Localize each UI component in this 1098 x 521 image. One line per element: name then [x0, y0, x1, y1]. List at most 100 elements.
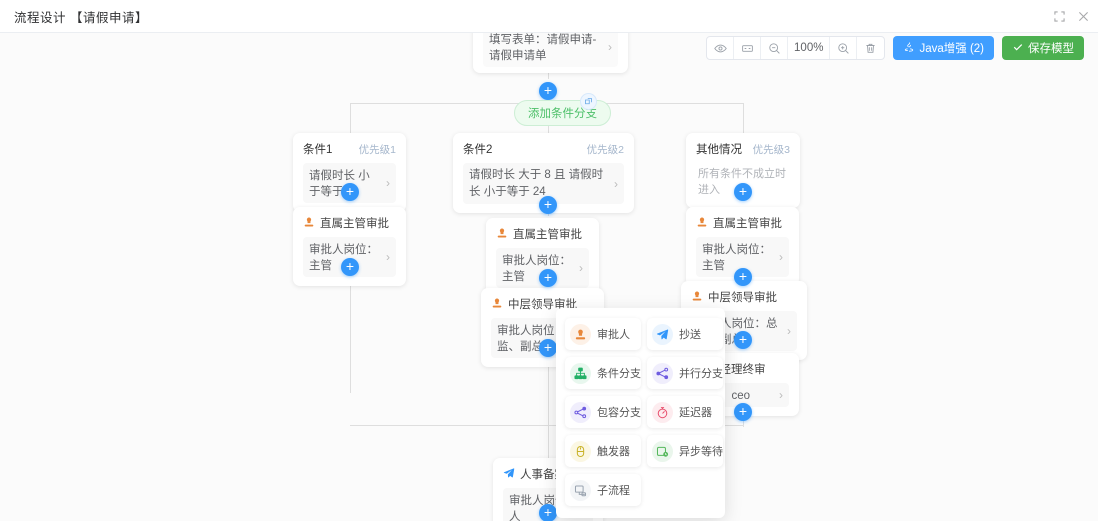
popup-item-async-wait[interactable]: 异步等待: [647, 435, 723, 467]
popup-item-label: 延迟器: [679, 407, 712, 419]
popup-item-cc[interactable]: 抄送: [647, 318, 723, 350]
node-condition-1-head: 条件1 优先级1: [303, 141, 396, 157]
eye-icon[interactable]: [707, 37, 735, 59]
popup-item-inclusive-branch[interactable]: 包容分支: [565, 396, 641, 428]
node-condition-1-body[interactable]: 请假时长 小于等于 8 ›: [303, 163, 396, 203]
node-header: 直属主管审批: [496, 226, 589, 242]
java-enhance-button[interactable]: Java增强 (2): [893, 36, 994, 60]
node-header: 人事备案: [503, 466, 593, 482]
add-node-button[interactable]: [539, 504, 557, 521]
stamp-icon: [691, 290, 703, 305]
copy-branch-icon[interactable]: [580, 93, 597, 110]
condition-priority: 优先级1: [358, 143, 396, 156]
canvas-toolbar[interactable]: 100% Java增强 (2): [706, 36, 1084, 60]
node-header: 直属主管审批: [303, 215, 396, 231]
zoom-in-icon[interactable]: [830, 37, 858, 59]
expand-icon[interactable]: [1052, 10, 1066, 24]
chevron-right-icon: ›: [779, 388, 783, 402]
parallel-branch-icon: [652, 362, 673, 384]
chevron-right-icon: ›: [614, 176, 618, 191]
async-wait-icon: [652, 440, 673, 462]
popup-item-condition-branch[interactable]: 条件分支: [565, 357, 641, 389]
condition-title: 其他情况: [696, 144, 742, 156]
node-title: 直属主管审批: [513, 229, 582, 241]
trash-icon[interactable]: [857, 37, 884, 59]
connector-line: [350, 273, 351, 393]
popup-item-parallel-branch[interactable]: 并行分支: [647, 357, 723, 389]
add-node-button[interactable]: [539, 82, 557, 100]
add-node-button[interactable]: [341, 258, 359, 276]
popup-item-timer[interactable]: 延迟器: [647, 396, 723, 428]
popup-item-label: 抄送: [679, 329, 701, 341]
node-field: 审批人岗位：主管: [502, 255, 571, 283]
node-field: 审批人岗位：主管: [702, 244, 771, 272]
chevron-right-icon: ›: [386, 176, 390, 190]
popup-item-approver[interactable]: 审批人: [565, 318, 641, 350]
chevron-right-icon: ›: [779, 250, 783, 264]
trigger-icon: [570, 440, 591, 462]
popup-item-label: 并行分支: [679, 368, 723, 380]
chevron-right-icon: ›: [787, 324, 791, 338]
fit-screen-icon[interactable]: [734, 37, 762, 59]
popup-item-label: 审批人: [597, 329, 630, 341]
page-title: 流程设计 【请假申请】: [14, 10, 148, 25]
java-icon: [903, 41, 915, 56]
connector-line: [743, 103, 744, 133]
condition-branch-icon: [570, 362, 591, 384]
node-title: 直属主管审批: [320, 218, 389, 230]
close-icon[interactable]: [1076, 10, 1090, 24]
java-enhance-label: Java增强 (2): [919, 43, 984, 55]
zoom-tool-group[interactable]: 100%: [706, 36, 886, 60]
popup-item-trigger[interactable]: 触发器: [565, 435, 641, 467]
chevron-right-icon: ›: [386, 250, 390, 264]
node-header: 直属主管审批: [696, 215, 789, 231]
node-title: 人事备案: [520, 469, 566, 481]
node-fill-form-body[interactable]: 填写表单：请假申请-请假申请单 ›: [483, 33, 618, 67]
save-model-button[interactable]: 保存模型: [1002, 36, 1084, 60]
node-body[interactable]: 审批人岗位：主管 ›: [303, 237, 396, 277]
popup-item-label: 异步等待: [679, 446, 723, 458]
zoom-level-label[interactable]: 100%: [788, 37, 831, 59]
timer-icon: [652, 401, 673, 423]
add-node-button[interactable]: [734, 403, 752, 421]
node-condition-other-head: 其他情况 优先级3: [696, 141, 790, 157]
save-model-label: 保存模型: [1028, 43, 1074, 55]
send-icon: [503, 467, 515, 482]
add-node-button[interactable]: [734, 183, 752, 201]
connector-line: [350, 103, 351, 133]
flow-canvas[interactable]: 填写表单：请假申请-请假申请单 › 添加条件分支 条件1 优先级1 请假时长 小…: [0, 33, 1098, 521]
window-controls: [1052, 0, 1090, 33]
node-fill-form-text: 填写表单：请假申请-请假申请单: [489, 34, 597, 62]
node-title: 中层领导审批: [708, 292, 777, 304]
node-field: 审批人岗位：主管: [309, 244, 378, 272]
condition-title: 条件2: [463, 144, 493, 156]
stamp-icon: [696, 216, 708, 231]
condition-expression: 请假时长 大于 8 且 请假时长 小于等于 24: [469, 169, 604, 198]
window-titlebar: 流程设计 【请假申请】: [0, 0, 1098, 33]
chevron-right-icon: ›: [579, 261, 583, 275]
zoom-out-icon[interactable]: [761, 37, 789, 59]
subprocess-icon: [570, 479, 591, 501]
node-condition-2-head: 条件2 优先级2: [463, 141, 624, 157]
send-icon: [652, 323, 673, 345]
add-node-button[interactable]: [734, 331, 752, 349]
condition-title: 条件1: [303, 144, 333, 156]
condition-hint: 所有条件不成立时进入: [698, 168, 786, 196]
condition-priority: 优先级2: [586, 143, 624, 156]
popup-item-label: 子流程: [597, 485, 630, 497]
node-header: 中层领导审批: [691, 289, 797, 305]
node-fill-form[interactable]: 填写表单：请假申请-请假申请单 ›: [473, 33, 628, 73]
add-node-button[interactable]: [539, 269, 557, 287]
stamp-icon: [491, 297, 503, 312]
popup-item-subprocess[interactable]: 子流程: [565, 474, 641, 506]
add-node-button[interactable]: [341, 183, 359, 201]
popup-item-label: 包容分支: [597, 407, 641, 419]
stamp-icon: [303, 216, 315, 231]
chevron-right-icon: ›: [608, 40, 612, 54]
add-node-button[interactable]: [539, 196, 557, 214]
popup-item-label: 条件分支: [597, 368, 641, 380]
add-node-button[interactable]: [734, 268, 752, 286]
add-node-popup-menu[interactable]: 审批人 抄送 条件分支: [556, 308, 725, 518]
add-node-button[interactable]: [539, 339, 557, 357]
check-icon: [1012, 41, 1024, 56]
